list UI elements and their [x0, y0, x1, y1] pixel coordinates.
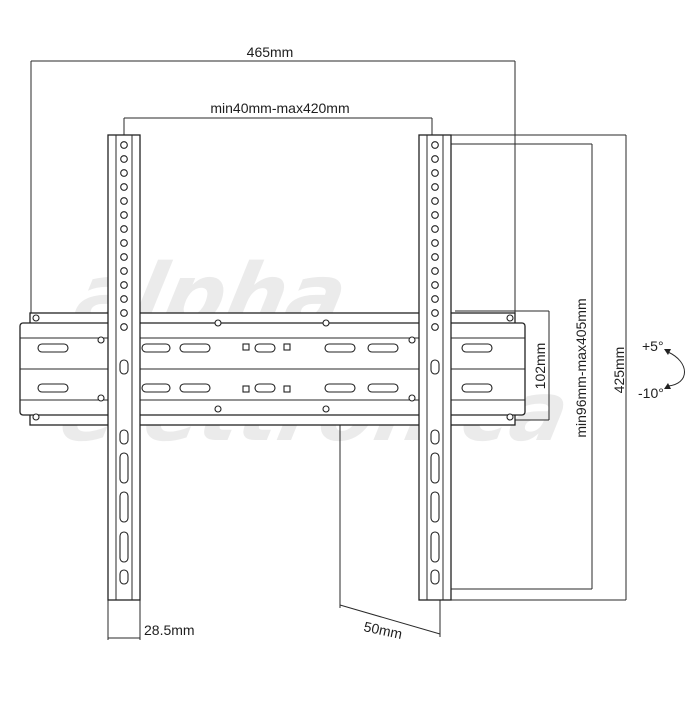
vesa-horizontal-label: min40mm-max420mm [210, 100, 349, 116]
arm-width-label: 28.5mm [144, 622, 195, 638]
vesa-horizontal-dimension: min40mm-max420mm [123, 100, 433, 136]
vesa-vertical-dimension: min96mm-max405mm [447, 143, 593, 590]
tilt-indicator: +5° -10° [638, 338, 685, 401]
overall-width-label: 465mm [247, 44, 294, 60]
rail-height-label: 102mm [532, 343, 548, 390]
right-arm [418, 134, 452, 601]
overall-width-dimension: 465mm [30, 44, 516, 318]
left-arm [107, 134, 141, 601]
left-arm-holes [120, 141, 128, 331]
depth-dimension: 50mm [339, 420, 441, 642]
depth-label: 50mm [362, 618, 403, 642]
tilt-up-label: +5° [642, 338, 664, 354]
tilt-up-arrow-icon [664, 349, 671, 355]
overall-height-dimension: 425mm [440, 134, 627, 601]
tilt-down-label: -10° [638, 385, 664, 401]
vesa-vertical-label: min96mm-max405mm [573, 298, 589, 437]
overall-height-label: 425mm [611, 347, 627, 394]
arm-width-dimension: 28.5mm [107, 600, 195, 640]
right-arm-holes [431, 141, 439, 331]
tilt-down-arrow-icon [664, 383, 671, 389]
